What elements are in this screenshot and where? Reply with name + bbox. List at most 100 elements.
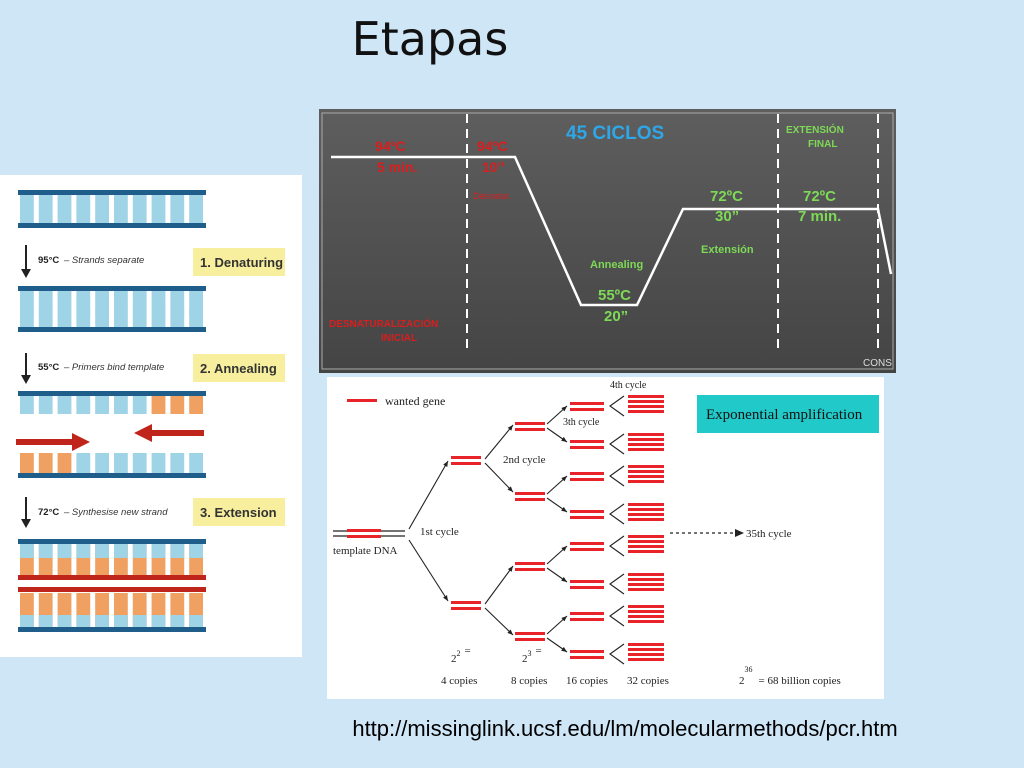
copy-l4-0-1 (628, 400, 664, 403)
copy-l4-1-3 (628, 448, 664, 451)
copy-l4-4-3 (628, 550, 664, 553)
count-1-expr: 22= (451, 645, 471, 665)
exponential-amplification-diagram: wanted gene Exponential amplification te… (327, 377, 884, 699)
copy-l4-4-1 (628, 540, 664, 543)
copy-l4-7-1 (628, 648, 664, 651)
dna-bases-3b (20, 453, 203, 473)
step-2-temp: 55°C (38, 362, 59, 373)
denature-time: 10’’ (482, 159, 505, 175)
copy-l4-0-2 (628, 405, 664, 408)
copy-l2-1 (515, 492, 545, 501)
copy-l2-0 (515, 422, 545, 431)
copy-l4-4-0 (628, 535, 664, 538)
copy-l4-2-2 (628, 475, 664, 478)
copy-l3-5 (570, 580, 604, 589)
chevron-6 (609, 605, 625, 627)
extension-time: 30” (715, 208, 739, 225)
copy-l4-3-1 (628, 508, 664, 511)
chevron-1 (609, 433, 625, 455)
dna-strand-top-3 (18, 391, 206, 396)
copy-l4-6-2 (628, 615, 664, 618)
copy-l4-2-0 (628, 465, 664, 468)
initial-temp: 94ºC (375, 138, 406, 154)
dna-strand-top-2 (18, 286, 206, 291)
copy-l4-7-2 (628, 653, 664, 656)
cycles-title: 45 CICLOS (566, 123, 664, 144)
copy-l3-7 (570, 650, 604, 659)
step-arrow-2 (21, 353, 31, 384)
copy-l3-3 (570, 510, 604, 519)
chevron-3 (609, 503, 625, 525)
corner-text: CONS (863, 358, 892, 369)
branch-1a (408, 460, 449, 530)
final-count: 236= 68 billion copies (739, 665, 841, 687)
count-2-expr: 23= (522, 645, 542, 665)
chevron-0 (609, 395, 625, 417)
copy-l2-2 (515, 562, 545, 571)
step-1-temp: 95°C (38, 255, 59, 266)
count-1-copies: 4 copies (441, 675, 477, 687)
chevron-5 (609, 573, 625, 595)
copy-l4-5-1 (628, 578, 664, 581)
copy-l4-3-0 (628, 503, 664, 506)
template-dna (333, 529, 405, 538)
source-url: http://missinglink.ucsf.edu/lm/molecular… (352, 716, 898, 741)
copy-l4-1-1 (628, 438, 664, 441)
branch-2b (484, 462, 514, 493)
cycle-label-2: 2nd cycle (503, 454, 546, 466)
gene-copies (451, 395, 664, 661)
copy-l1-1 (451, 601, 481, 610)
count-4-copies: 32 copies (627, 675, 669, 687)
cycle-label-3: 3th cycle (563, 417, 600, 428)
dna-strand-bottom-2 (18, 327, 206, 332)
final-stage-label: EXTENSIÓN FINAL (786, 123, 847, 150)
cycle-label-35: 35th cycle (746, 528, 792, 540)
copy-l3-0 (570, 402, 604, 411)
temperature-profile-chart: 45 CICLOS 94ºC 5 min. DESNATURALIZACIÓN … (319, 109, 896, 373)
new-strand-2 (18, 587, 206, 592)
dna-strand-bottom-4 (18, 627, 206, 632)
annealing-time: 20” (604, 308, 628, 325)
initial-stage-label: DESNATURALIZACIÓN INICIAL (329, 317, 441, 344)
slide-title: Etapas (351, 12, 509, 66)
cycle-label-1: 1st cycle (420, 526, 459, 538)
forward-primer-arrow (16, 433, 90, 451)
template-label: template DNA (333, 545, 398, 557)
copy-l4-6-0 (628, 605, 664, 608)
branch-2d (484, 607, 514, 636)
step-3-label-bg (193, 498, 285, 526)
copy-l3-1 (570, 440, 604, 449)
step-1-label-bg (193, 248, 285, 276)
dna-strand-bottom-1 (18, 223, 206, 228)
copy-l4-3-2 (628, 513, 664, 516)
count-3-copies: 16 copies (566, 675, 608, 687)
dna-bases-2b (20, 311, 203, 327)
final-temp: 72ºC (803, 188, 836, 205)
dna-strand-top-1 (18, 190, 206, 195)
copy-l4-6-1 (628, 610, 664, 613)
annealing-stage-label: Annealing (590, 259, 643, 271)
copy-l4-3-3 (628, 518, 664, 521)
step-arrow-3 (21, 497, 31, 528)
step-2-label-bg (193, 354, 285, 382)
reverse-primer-arrow (134, 424, 204, 442)
extension-stage-label: Extensión (701, 244, 754, 256)
dna-bases-4c (20, 544, 203, 558)
dna-bases-3a (20, 396, 203, 414)
copy-l4-1-2 (628, 443, 664, 446)
copy-l3-6 (570, 612, 604, 621)
chevron-7 (609, 643, 625, 665)
copy-l3-4 (570, 542, 604, 551)
step-3-label: 3. Extension (200, 505, 277, 520)
new-strand-1 (18, 575, 206, 580)
legend-gene-swatch (347, 399, 377, 402)
branch-2c (484, 565, 514, 605)
dna-bases-4d (20, 615, 203, 627)
copy-l3-2 (570, 472, 604, 481)
copy-l4-1-0 (628, 433, 664, 436)
step-2-desc: – Primers bind template (63, 362, 164, 373)
chevron-2 (609, 465, 625, 487)
copy-l4-6-3 (628, 620, 664, 623)
copy-l4-4-2 (628, 545, 664, 548)
copy-l4-5-2 (628, 583, 664, 586)
